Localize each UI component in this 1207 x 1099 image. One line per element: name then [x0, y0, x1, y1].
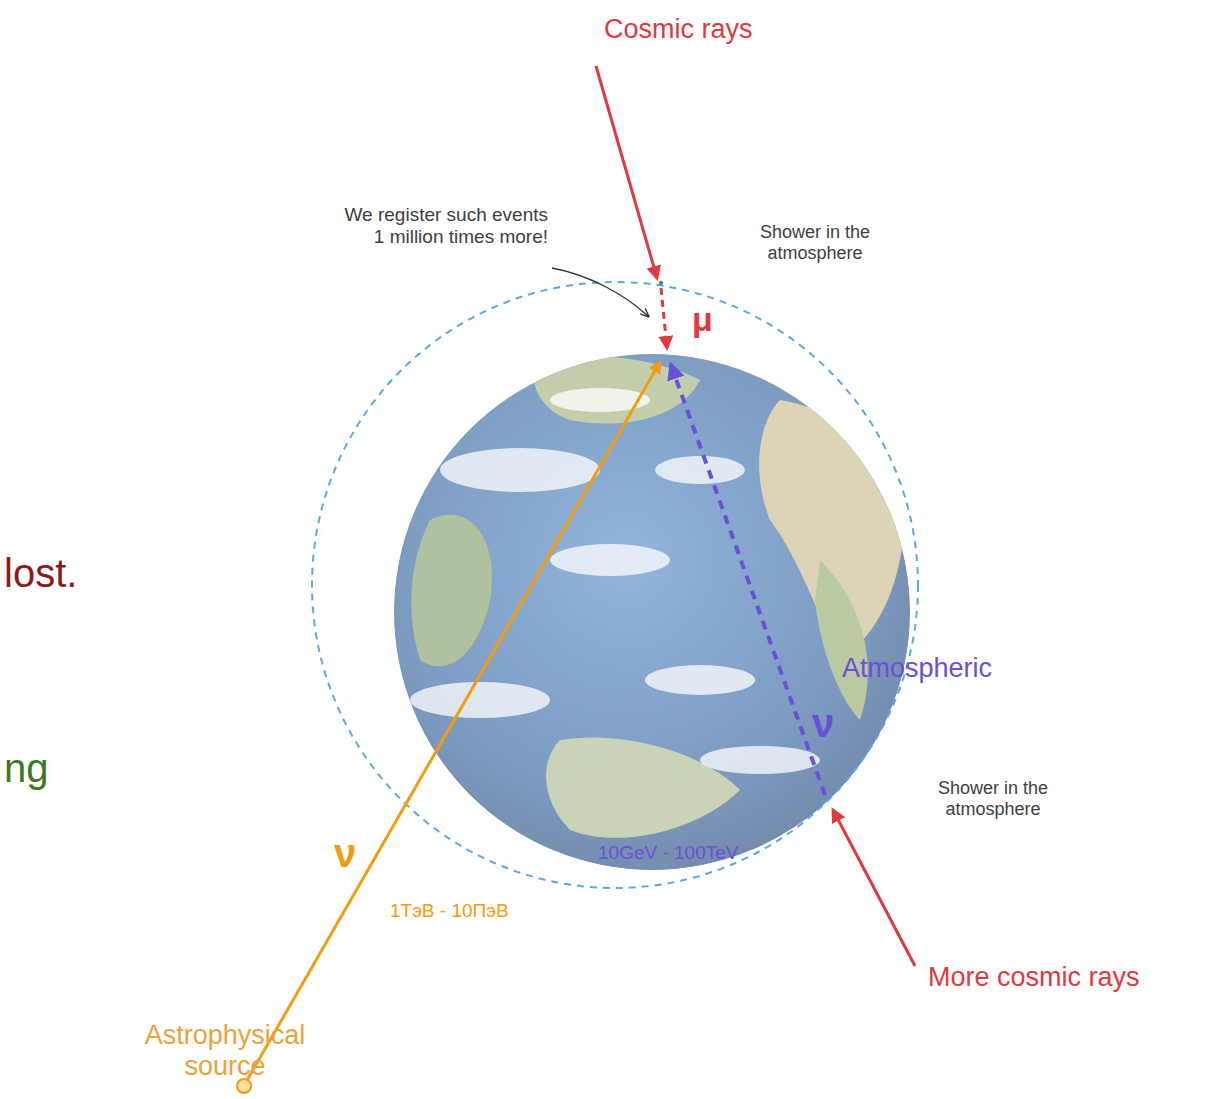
- leader-line: [552, 268, 648, 316]
- source-label: More cosmic rays: [928, 962, 1140, 993]
- atmo-neutrino-arrow: [671, 365, 825, 795]
- neutrino-symbol: ν: [334, 830, 356, 876]
- shower-label: Shower in the atmosphere: [918, 778, 1068, 819]
- source-dot: [237, 1079, 251, 1093]
- muon-symbol: μ: [692, 300, 713, 339]
- shower-point: [659, 281, 663, 285]
- atmosphere-circle: [312, 282, 918, 888]
- note-label: We register such events 1 million times …: [333, 204, 548, 248]
- shower-label: Shower in the atmosphere: [740, 222, 890, 263]
- cut-text: ng: [4, 745, 49, 791]
- cut-text: lost.: [4, 550, 77, 596]
- energy-label: 10GeV - 100TeV: [598, 842, 738, 864]
- neutrino-symbol: ν: [812, 700, 834, 746]
- source-label: Astrophysical source: [110, 1020, 340, 1082]
- heading-label: Cosmic rays: [604, 14, 753, 45]
- cosmic-ray-arrow: [833, 810, 915, 966]
- flux-label: Atmospheric: [842, 653, 992, 684]
- earth: [394, 354, 910, 870]
- cosmic-ray-arrow: [596, 66, 657, 278]
- astro-neutrino-arrow: [246, 362, 660, 1082]
- energy-label: 1ТэВ - 10ПэВ: [390, 900, 509, 922]
- muon-arrow: [661, 288, 667, 348]
